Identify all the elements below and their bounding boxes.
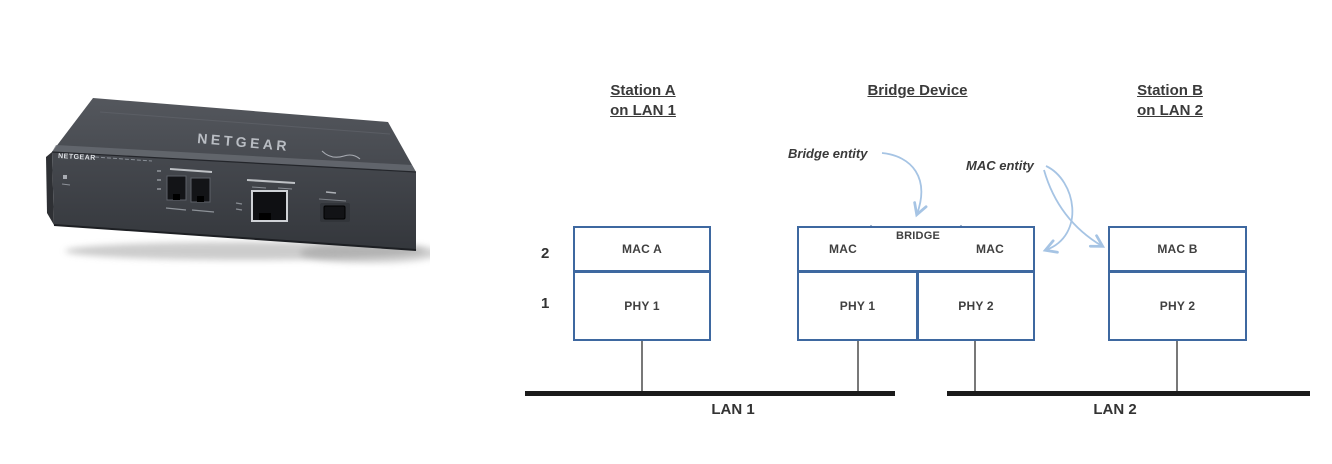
heading-bridge-device: Bridge Device xyxy=(830,81,1005,101)
heading-station-a-line1: Station A xyxy=(610,82,676,99)
heading-bridge-device-text: Bridge Device xyxy=(867,82,968,99)
bridge-phy2-label: PHY 2 xyxy=(958,299,994,313)
bridge-phy1-label: PHY 1 xyxy=(839,299,876,313)
bridge-entity-label: Bridge entity xyxy=(788,146,868,161)
station-a-mac-cell: MAC A xyxy=(575,228,709,273)
heading-station-b-line2: on LAN 2 xyxy=(1137,102,1203,119)
station-b-box: MAC B PHY 2 xyxy=(1108,226,1247,341)
bridge-mac-left-label: MAC xyxy=(829,242,857,256)
bridge-mac-right-label: MAC xyxy=(976,242,1004,256)
device-brand-front: NETGEAR xyxy=(58,153,96,162)
heading-station-b-line1: Station B xyxy=(1137,82,1203,99)
bridge-label: BRIDGE xyxy=(896,230,940,242)
mac-entity-arrow-right xyxy=(1043,169,1106,248)
mac-entity-arrow-left xyxy=(1042,165,1074,254)
layer-number-2: 2 xyxy=(541,245,550,262)
bridge-mac-right-cell: MAC xyxy=(949,228,1031,270)
station-b-phy-label: PHY 2 xyxy=(1159,299,1196,313)
heading-station-a-line2: on LAN 1 xyxy=(610,102,676,119)
lan2-label: LAN 2 xyxy=(1093,401,1137,418)
netgear-device-photo: NETGEAR NETGEAR xyxy=(40,85,430,270)
heading-station-b: Station B on LAN 2 xyxy=(1100,81,1240,121)
station-b-phy-cell: PHY 2 xyxy=(1110,273,1245,339)
station-a-box: MAC A PHY 1 xyxy=(573,226,711,341)
heading-station-a: Station A on LAN 1 xyxy=(573,81,713,121)
station-b-mac-cell: MAC B xyxy=(1110,228,1245,273)
station-a-mac-label: MAC A xyxy=(622,242,662,256)
bridge-device-box: MAC BRIDGE MAC PHY 1 PHY 2 xyxy=(797,226,1035,341)
bridge-phy2-cell: PHY 2 xyxy=(916,273,1033,339)
device-front-face xyxy=(52,152,416,250)
bridge-phy1-cell: PHY 1 xyxy=(799,273,916,339)
device-illustration: NETGEAR NETGEAR xyxy=(46,98,430,263)
bridge-entity-arrow xyxy=(881,152,928,218)
lan1-label: LAN 1 xyxy=(711,401,755,418)
device-left-face xyxy=(46,152,54,225)
layer-number-1: 1 xyxy=(541,295,550,312)
station-b-mac-label: MAC B xyxy=(1157,242,1198,256)
mac-entity-label: MAC entity xyxy=(966,158,1034,173)
bridge-mac-left-cell: MAC xyxy=(807,228,879,270)
station-a-phy-cell: PHY 1 xyxy=(575,273,709,339)
station-a-phy-label: PHY 1 xyxy=(624,299,660,313)
bridge-phy-row: PHY 1 PHY 2 xyxy=(799,273,1033,339)
bridge-mac-row: MAC BRIDGE MAC xyxy=(799,228,1033,273)
